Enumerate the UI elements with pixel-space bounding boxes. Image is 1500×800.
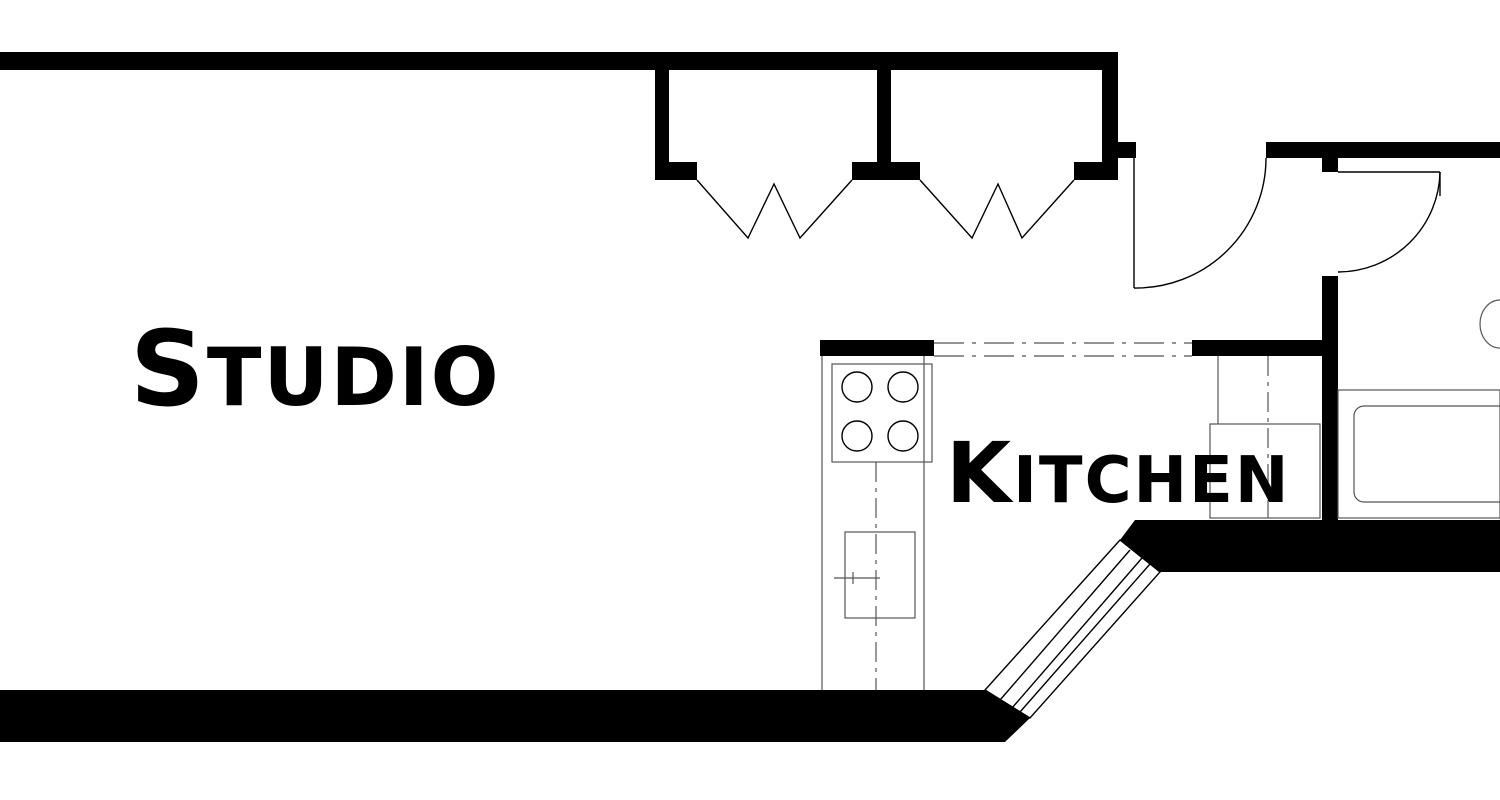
closet-stub-1: [655, 162, 697, 180]
wall-closet-right: [1102, 52, 1118, 180]
room-label-kitchen: KITCHEN: [946, 424, 1290, 522]
wall-kitchen-right: [1192, 340, 1338, 356]
refrigerator: [1209, 356, 1321, 519]
wall-kitchen-left: [820, 340, 934, 356]
closet-stub-2: [852, 162, 920, 180]
burner-icon: [887, 371, 919, 403]
stove: [831, 363, 933, 463]
wall-lower-right: [1120, 520, 1500, 572]
burner-icon: [841, 371, 873, 403]
wall-top-right-stub: [1322, 142, 1338, 172]
walls: [0, 52, 1500, 742]
wall-bathroom: [1322, 276, 1338, 520]
room-label-studio: STUDIO: [130, 308, 501, 430]
burner-icon: [841, 420, 873, 452]
wall-entry-stub: [1118, 142, 1136, 158]
burner-icon: [887, 420, 919, 452]
closet-doors: [696, 179, 1075, 240]
kitchen-header-line: [934, 342, 1192, 357]
closet-stub-3: [1074, 162, 1118, 180]
bathtub: [1337, 389, 1500, 519]
toilet-icon: [1479, 299, 1500, 349]
kitchen-counter: [821, 356, 925, 690]
sink: [834, 531, 916, 619]
wall-closet-divider: [877, 52, 891, 174]
entry-door: [1133, 157, 1267, 289]
wall-top: [0, 52, 1118, 70]
wall-top-right: [1266, 142, 1500, 158]
bathroom-door: [1337, 171, 1441, 273]
angled-window: [983, 539, 1162, 719]
wall-bottom: [0, 690, 1030, 742]
wall-closet-left: [655, 52, 669, 180]
